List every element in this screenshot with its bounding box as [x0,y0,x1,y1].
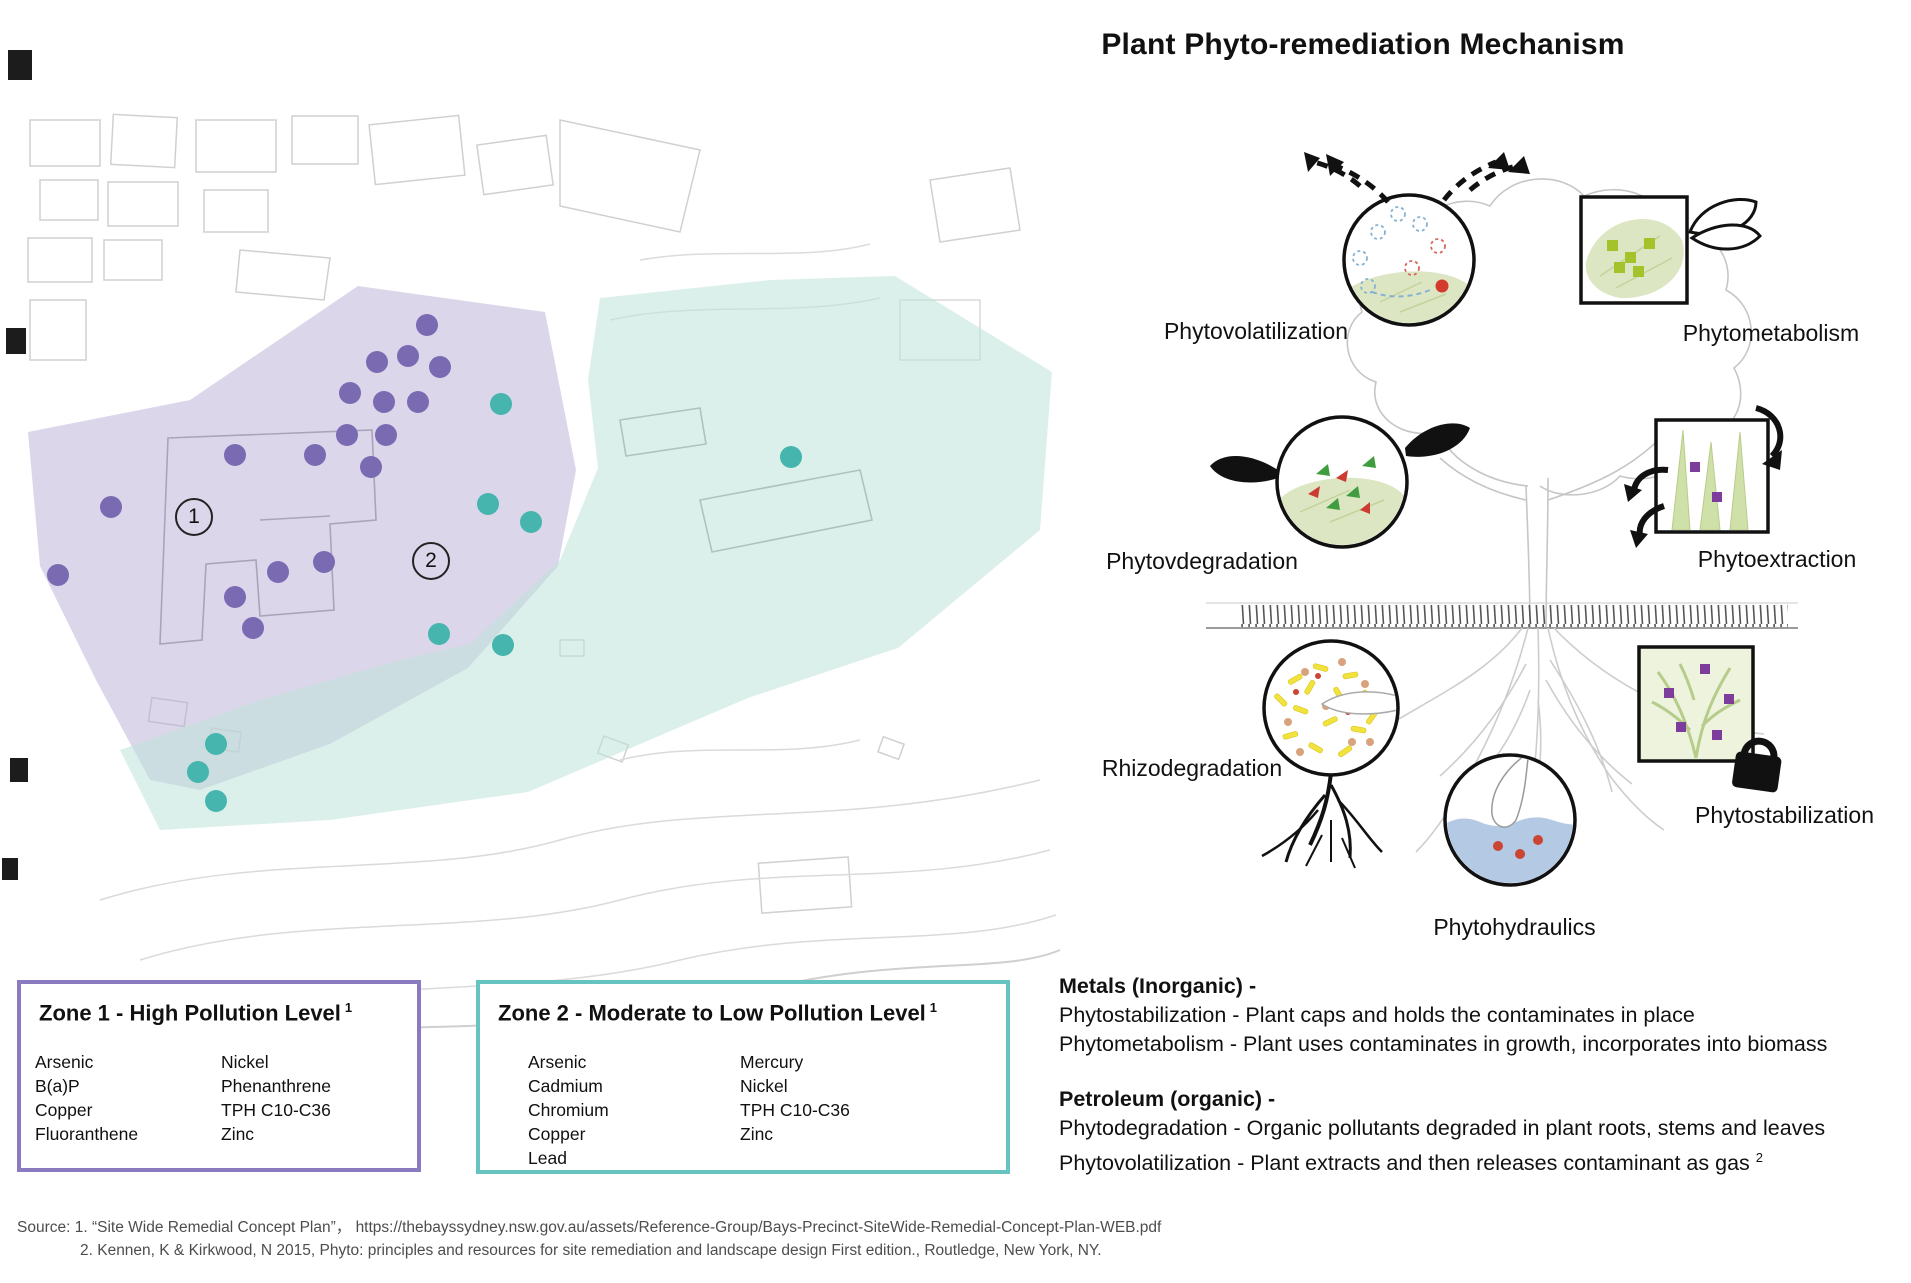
zone1-title-text: Zone 1 - High Pollution Level [39,1000,341,1026]
phytostabilization-icon [1637,645,1782,793]
label-phytoextraction: Phytoextraction [1697,546,1857,572]
phytovolatilization-icon [1304,152,1530,327]
zone2-area [120,276,1052,830]
phytohydraulics-icon [1443,753,1577,887]
contaminant-item: Copper [528,1124,586,1145]
contaminant-item: Arsenic [528,1052,587,1073]
contaminant-item: TPH C10-C36 [221,1100,331,1121]
contaminant-item: Nickel [740,1076,788,1097]
label-phytodegradation: Phytovdegradation [1106,548,1298,574]
contaminant-item: Phenanthrene [221,1076,331,1097]
contaminant-item: Nickel [221,1052,269,1073]
contaminant-item: B(a)P [35,1076,80,1097]
contaminant-item: Zinc [221,1124,255,1145]
contaminant-item: Chromium [528,1100,609,1121]
label-phytovolatilization: Phytovolatilization [1163,318,1349,344]
contaminant-item: Zinc [740,1124,774,1145]
site-map [2,50,1061,1051]
petroleum-heading: Petroleum (organic) - [1059,1087,1276,1111]
zone1-contaminants-col1: Arsenic B(a)P Copper Fluoranthene [35,1050,138,1146]
contaminant-item: Lead [528,1148,567,1169]
zone1-title-sup: 1 [344,1000,353,1015]
source-line-1: Source: 1. “Site Wide Remedial Concept P… [17,1219,1162,1236]
zone2-title-text: Zone 2 - Moderate to Low Pollution Level [498,1000,926,1026]
contaminant-item: Fluoranthene [35,1124,139,1145]
label-rhizodegradation: Rhizodegradation [1101,755,1283,781]
petroleum-note-line: Phytodegradation - Organic pollutants de… [1059,1116,1826,1140]
zone2-contaminants-col2: Mercury Nickel TPH C10-C36 Zinc [740,1050,850,1146]
metals-heading: Metals (Inorganic) - [1059,974,1257,998]
contaminant-item: Cadmium [528,1076,603,1097]
map-zone2-marker: 2 [412,542,450,580]
phytoextraction-icon [1624,405,1784,548]
root-cluster [1261,772,1383,869]
zone2-dots [187,393,802,812]
petroleum-note-line: Phytovolatilization - Plant extracts and… [1059,1143,1911,1178]
label-phytometabolism: Phytometabolism [1682,320,1860,346]
root-tip [1320,691,1396,715]
zone2-title: Zone 2 - Moderate to Low Pollution Level… [498,1000,1006,1026]
zone1-contaminants-col2: Nickel Phenanthrene TPH C10-C36 Zinc [221,1050,331,1146]
mechanism-notes: Metals (Inorganic) - Phytostabilization … [1059,972,1911,1178]
metals-note-line: Phytometabolism - Plant uses contaminate… [1059,1032,1828,1056]
petroleum-note-text: Phytovolatilization - Plant extracts and… [1059,1151,1750,1176]
grass-band [1240,605,1788,627]
padlock-icon [1732,737,1782,793]
leaf-icon [1687,197,1762,251]
zone2-legend: Zone 2 - Moderate to Low Pollution Level… [476,980,1010,1174]
map-zone1-marker: 1 [175,498,213,536]
contaminant-item: TPH C10-C36 [740,1100,850,1121]
label-phytostabilization: Phytostabilization [1695,802,1874,828]
contaminant-item: Mercury [740,1052,804,1073]
source-line-2: 2. Kennen, K & Kirkwood, N 2015, Phyto: … [80,1242,1102,1259]
label-phytohydraulics: Phytohydraulics [1433,914,1596,940]
root-tip [1491,757,1529,828]
contaminant-item: Arsenic [35,1052,94,1073]
page-title: Plant Phyto-remediation Mechanism [1101,28,1625,61]
contaminant-item: Copper [35,1100,93,1121]
petroleum-note-sup: 2 [1755,1150,1763,1165]
rhizodegradation-icon [1261,639,1400,869]
leaf-icon [1210,423,1470,483]
source-citation: Source: 1. “Site Wide Remedial Concept P… [17,1216,1161,1262]
zone2-contaminants-col1: Arsenic Cadmium Chromium Copper Lead [528,1050,609,1170]
metals-note-line: Phytostabilization - Plant caps and hold… [1059,1003,1695,1027]
phytodegradation-icon [1210,415,1470,549]
map-landmarks [2,50,32,880]
zone1-dots [47,314,451,639]
zone2-title-sup: 1 [929,1000,938,1015]
phytometabolism-icon [1579,195,1762,305]
